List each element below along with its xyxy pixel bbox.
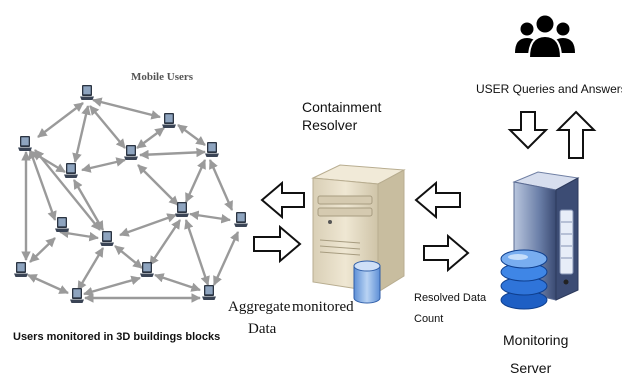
- containment-label-line2: Resolver: [302, 117, 358, 133]
- resolved-label-line1: Resolved Data: [414, 292, 487, 304]
- arrow-left-to-network: [260, 180, 305, 220]
- monitored-label: monitored: [292, 299, 354, 315]
- monitoring-server-line2: Server: [510, 360, 552, 376]
- laptop-icon: [14, 262, 28, 277]
- users-monitored-caption: Users monitored in 3D buildings blocks: [13, 331, 221, 343]
- network-edges: [21, 97, 240, 303]
- containment-label-line1: Containment: [302, 99, 382, 115]
- laptop-icon: [202, 285, 216, 300]
- mobile-users-label: Mobile Users: [131, 71, 194, 83]
- laptop-icon: [70, 288, 84, 303]
- arrow-up-answers: [555, 110, 597, 159]
- resolved-label-line2: Count: [414, 313, 444, 325]
- laptop-icon: [100, 231, 114, 246]
- arrow-right-to-resolver: [253, 224, 302, 264]
- laptop-icon: [140, 262, 154, 277]
- laptop-icon: [124, 145, 138, 160]
- monitoring-server-line1: Monitoring: [503, 332, 569, 348]
- aggregate-label-line1: Aggregate: [228, 299, 291, 315]
- mobile-user-nodes: [14, 85, 248, 303]
- laptop-icon: [175, 202, 189, 217]
- arrow-right-to-server: [423, 233, 470, 273]
- laptop-icon: [55, 217, 69, 232]
- laptop-icon: [205, 142, 219, 157]
- arrow-left-to-resolver: [414, 180, 461, 220]
- laptop-icon: [162, 113, 176, 128]
- user-queries-label: USER Queries and Answers: [476, 82, 622, 96]
- laptop-icon: [18, 136, 32, 151]
- flow-arrows: [253, 110, 597, 273]
- laptop-icon: [234, 212, 248, 227]
- users-group-icon: [515, 15, 575, 59]
- laptop-icon: [64, 163, 78, 178]
- arrow-down-queries: [507, 111, 549, 150]
- laptop-icon: [80, 85, 94, 100]
- aggregate-label-line2: Data: [248, 321, 277, 337]
- server-database-icon: [500, 171, 580, 310]
- server-tower-icon: [311, 164, 406, 304]
